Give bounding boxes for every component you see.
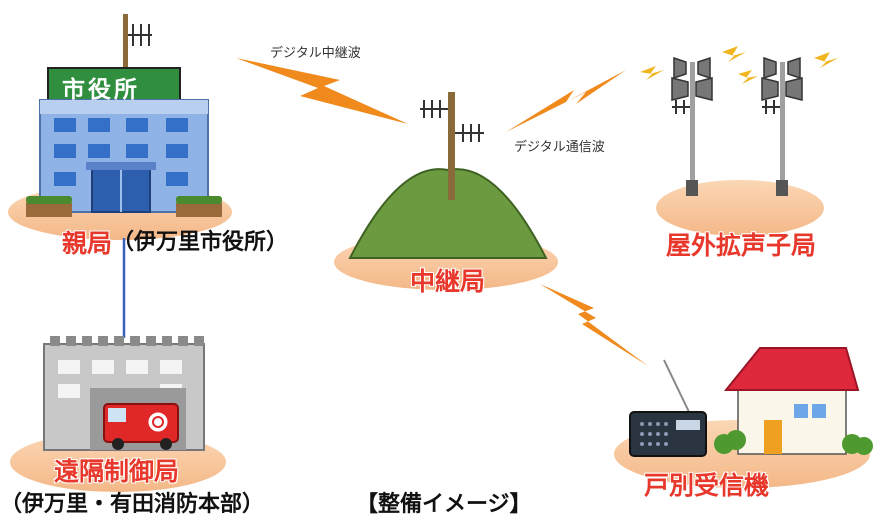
comm-wave-bolt	[506, 70, 626, 132]
relay-wave-bolt	[236, 58, 408, 124]
loudspeaker-icon	[761, 56, 803, 101]
household-receiver-label: 戸別受信機	[644, 471, 770, 500]
city-hall-building	[8, 14, 232, 240]
household-scene	[614, 347, 873, 488]
outdoor-speaker-poles	[640, 46, 838, 236]
radio-receiver-icon	[629, 359, 707, 457]
city-hall-sign: 市役所	[62, 77, 140, 103]
loudspeaker-icon	[671, 56, 713, 101]
parent-station-note: （伊万里市役所）	[112, 230, 289, 255]
outdoor-speaker-label: 屋外拡声子局	[666, 231, 817, 260]
fire-truck-icon	[103, 403, 179, 450]
relay-antenna-icon	[420, 92, 484, 200]
diagram-title: 【整備イメージ】	[356, 492, 532, 517]
sound-wave-icon	[640, 46, 838, 84]
relay-wave-label: デジタル中継波	[270, 46, 361, 61]
fire-station-building	[10, 336, 226, 492]
receiver-wave-bolt	[540, 284, 648, 366]
remote-control-label: 遠隔制御局	[54, 457, 180, 486]
parent-station-label: 親局	[62, 229, 113, 258]
remote-control-note: （伊万里・有田消防本部）	[0, 492, 265, 517]
relay-hill	[334, 92, 558, 290]
antenna-icon	[123, 14, 152, 74]
house-icon	[723, 347, 860, 455]
relay-station-label: 中継局	[410, 267, 486, 296]
comm-wave-label: デジタル通信波	[514, 140, 605, 155]
